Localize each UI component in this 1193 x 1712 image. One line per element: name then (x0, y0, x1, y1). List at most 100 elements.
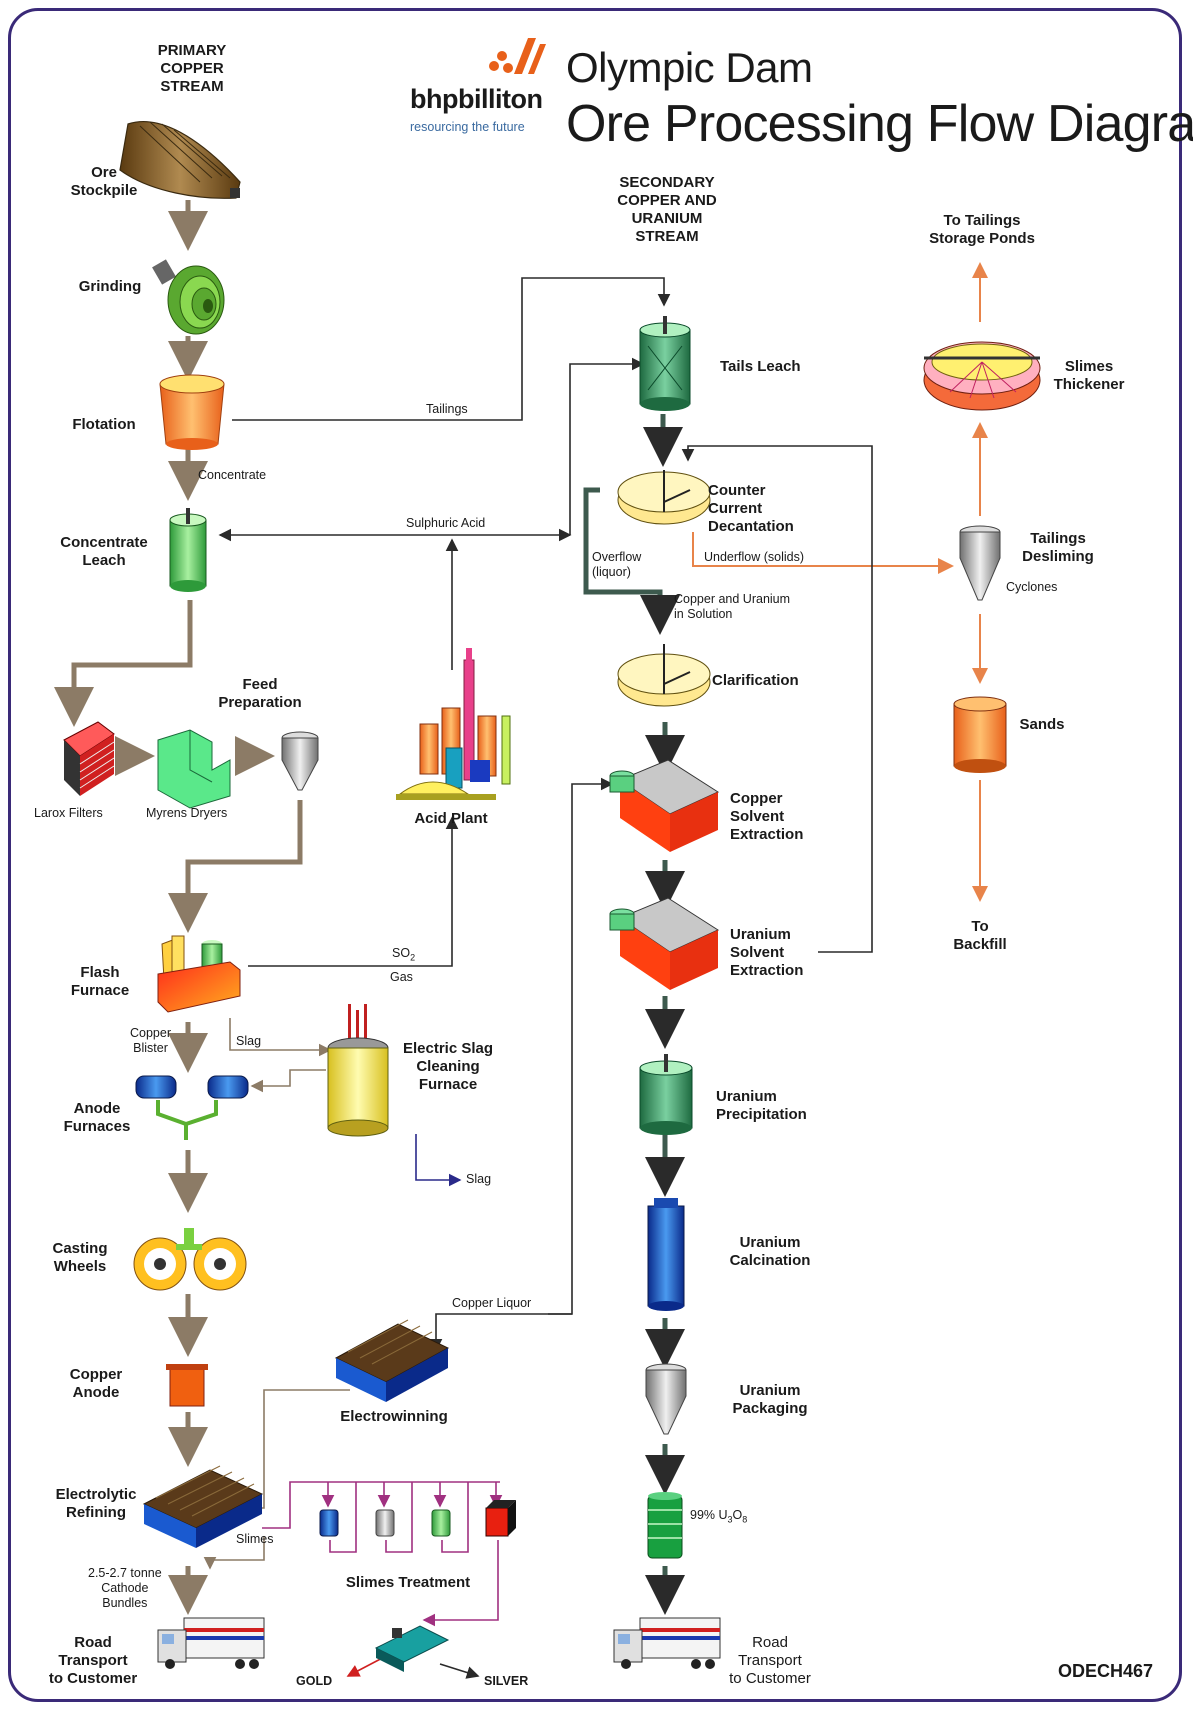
larox-filter-icon (63, 721, 115, 796)
label-tailings-desliming: Tailings Desliming (1022, 530, 1094, 565)
secondary-stream-heading: SECONDARY COPPER AND URANIUM STREAM (617, 174, 717, 245)
arrow-underflow (692, 532, 954, 574)
label-road-transport-right: Road Transport to Customer (729, 1634, 811, 1687)
label-ccd: Counter Current Decantation (708, 482, 794, 535)
clarifier-icon (617, 644, 711, 707)
label-to-backfill: To Backfill (953, 918, 1007, 953)
ore-stockpile-icon (119, 121, 241, 199)
slimes-thickener-icon (923, 341, 1041, 411)
uranium-calciner-icon (647, 1198, 685, 1311)
copper-anode-icon (166, 1364, 208, 1407)
acid-plant-icon (396, 648, 511, 800)
line-slimes-cathode (203, 1536, 265, 1570)
label-electrowinning: Electrowinning (340, 1408, 448, 1425)
label-concentrate-leach: Concentrate Leach (60, 534, 148, 569)
arrow-feedprep-flash (168, 800, 303, 933)
flow-label-overflow: Overflow (liquor) (592, 550, 642, 579)
label-uranium-calcination: Uranium Calcination (729, 1234, 811, 1269)
label-acid-plant: Acid Plant (414, 810, 488, 827)
line-so2 (248, 816, 459, 967)
label-anode-furnaces: Anode Furnaces (63, 1100, 131, 1135)
flow-label-concentrate: Concentrate (198, 468, 267, 482)
title-line-2: Ore Processing Flow Diagram (566, 95, 1193, 153)
label-clarification: Clarification (712, 672, 799, 689)
slimes-treatment-vessels-icon (319, 1500, 516, 1537)
label-tails-leach: Tails Leach (720, 358, 801, 375)
line-slag-to-esc (229, 1018, 332, 1057)
bhp-logo-icon (489, 38, 546, 74)
label-casting-wheels: Casting Wheels (52, 1240, 108, 1275)
label-ore-stockpile: Ore Stockpile (70, 164, 138, 199)
desliming-cyclone-icon (959, 525, 1001, 601)
label-feed-preparation: Feed Preparation (218, 676, 302, 711)
grinding-mill-icon (152, 259, 225, 335)
line-slimes-back1 (329, 1482, 357, 1553)
casting-wheel-icon (133, 1228, 247, 1291)
label-flash-furnace: Flash Furnace (70, 964, 130, 999)
truck-left-icon (157, 1617, 265, 1669)
flow-label-slag-2: Slag (466, 1172, 492, 1186)
arrow-ccd-clarification (583, 487, 680, 635)
uranium-packaging-hopper-icon (645, 1363, 687, 1435)
anode-furnace-icon (135, 1075, 249, 1140)
line-copper-liquor (548, 777, 614, 1315)
line-esc-anode (250, 1069, 326, 1093)
diagram-border (8, 8, 1182, 1702)
flow-label-u3o8: 99% U3O8 (690, 1508, 748, 1525)
flow-label-cu-u-solution: Copper and Uranium in Solution (674, 592, 791, 621)
electrowinning-cells-icon (334, 1319, 450, 1402)
sands-tank-icon (953, 696, 1007, 773)
flow-label-gold: GOLD (296, 1674, 333, 1688)
label-slimes-thickener: Slimes Thickener (1053, 358, 1125, 393)
tails-leach-tank-icon (639, 316, 691, 411)
document-code: ODECH467 (1058, 1661, 1154, 1681)
line-tailings (232, 277, 671, 421)
arrow-leach-larox (54, 600, 193, 727)
flow-label-tailings: Tailings (426, 402, 468, 416)
label-grinding: Grinding (78, 278, 142, 295)
flow-label-cathode-bundles: 2.5-2.7 tonne Cathode Bundles (88, 1566, 162, 1610)
label-larox-filters: Larox Filters (34, 806, 103, 820)
flow-label-sulphuric-acid: Sulphuric Acid (406, 516, 486, 530)
line-liquor-ew (429, 1313, 572, 1352)
label-to-tailings-ponds: To Tailings Storage Ponds (929, 212, 1035, 247)
flotation-cell-icon (159, 374, 225, 450)
line-usx-ccd (681, 445, 873, 953)
label-flotation: Flotation (72, 416, 136, 433)
myrens-dryer-icon (157, 729, 231, 809)
label-sands: Sands (1019, 716, 1065, 733)
truck-right-icon (613, 1617, 721, 1669)
line-slimes-dore (422, 1540, 499, 1627)
line-silver (439, 1663, 480, 1679)
label-uranium-sx: Uranium Solvent Extraction (730, 926, 804, 979)
flow-label-slag-1: Slag (236, 1034, 262, 1048)
flow-label-silver: SILVER (484, 1674, 529, 1688)
label-road-transport-left: Road Transport to Customer (48, 1634, 138, 1687)
label-uranium-packaging: Uranium Packaging (732, 1382, 808, 1417)
uranium-sx-mixer-settler-icon (609, 897, 720, 990)
label-electric-slag-furnace: Electric Slag Cleaning Furnace (402, 1040, 494, 1093)
line-slimes-main (262, 1481, 500, 1529)
label-copper-sx: Copper Solvent Extraction (730, 790, 804, 843)
flow-label-underflow: Underflow (solids) (704, 550, 805, 564)
copper-sx-mixer-settler-icon (609, 759, 720, 852)
label-electrolytic-refining: Electrolytic Refining (55, 1486, 137, 1521)
primary-stream-heading: PRIMARY COPPER STREAM (157, 42, 227, 95)
flow-label-copper-liquor: Copper Liquor (452, 1296, 532, 1310)
label-uranium-precipitation: Uranium Precipitation (716, 1088, 807, 1123)
label-copper-anode: Copper Anode (69, 1366, 123, 1401)
uranium-precipitation-tank-icon (639, 1054, 693, 1135)
line-slimes-back3 (441, 1482, 469, 1553)
electrolytic-refining-cells-icon (142, 1465, 264, 1548)
concentrate-leach-tank-icon (169, 508, 207, 592)
brand-tagline: resourcing the future (410, 120, 525, 134)
flow-label-copper-blister: Copper Blister (130, 1026, 171, 1055)
label-slimes-treatment: Slimes Treatment (345, 1574, 471, 1591)
line-slag-out (415, 1134, 462, 1187)
flow-label-so2: SO2 (392, 946, 416, 963)
brand-name: bhpbilliton (410, 84, 543, 114)
electric-slag-furnace-icon (327, 1004, 389, 1137)
dore-furnace-icon (374, 1625, 450, 1672)
line-acid-tailsleach (569, 357, 645, 535)
